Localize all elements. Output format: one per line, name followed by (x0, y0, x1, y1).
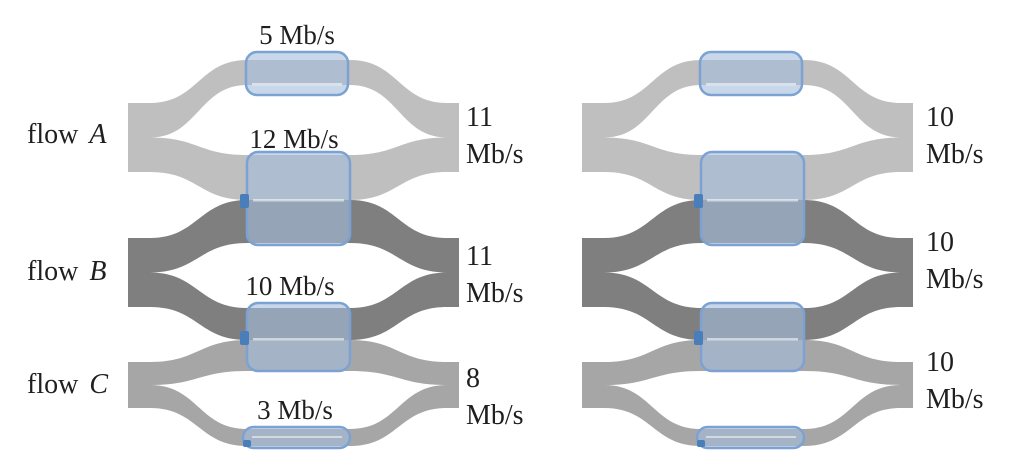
diagram-right-shapes (580, 50, 915, 450)
output-unit: Mb/s (466, 278, 524, 309)
output-rate-left-flow-a: 11 Mb/s (466, 99, 524, 173)
output-rate-right-flow-a: 10 Mb/s (926, 99, 984, 173)
output-unit: Mb/s (926, 384, 984, 415)
output-rate-left-flow-b: 11 Mb/s (466, 238, 524, 312)
output-value: 10 (926, 227, 954, 258)
output-unit: Mb/s (926, 264, 984, 295)
flow-b-label-word: flow (27, 256, 79, 287)
output-value: 8 (466, 363, 480, 394)
output-unit: Mb/s (466, 139, 524, 170)
output-value: 10 (926, 347, 954, 378)
flow-a-label-letter: A (89, 119, 107, 150)
output-value: 11 (466, 102, 493, 133)
flow-b-label: flow B (27, 256, 106, 288)
link-capacity-3: 10 Mb/s (245, 271, 335, 301)
diagram-left-shapes (126, 50, 461, 450)
flow-a-label-word: flow (27, 119, 79, 150)
link-capacity-4: 3 Mb/s (257, 395, 333, 425)
output-unit: Mb/s (926, 139, 984, 170)
output-rate-right-flow-c: 10 Mb/s (926, 344, 984, 418)
link-capacity-1: 5 Mb/s (259, 20, 335, 50)
flow-c-label-letter: C (89, 369, 109, 400)
flow-b-label-letter: B (89, 256, 107, 287)
flow-a-label: flow A (27, 119, 106, 151)
output-unit: Mb/s (466, 400, 524, 431)
flow-c-label-word: flow (27, 369, 79, 400)
flow-c-label: flow C (27, 369, 108, 401)
output-value: 10 (926, 102, 954, 133)
link-capacity-2: 12 Mb/s (249, 124, 339, 154)
output-rate-right-flow-b: 10 Mb/s (926, 224, 984, 298)
output-rate-left-flow-c: 8 Mb/s (466, 360, 524, 434)
output-value: 11 (466, 241, 493, 272)
